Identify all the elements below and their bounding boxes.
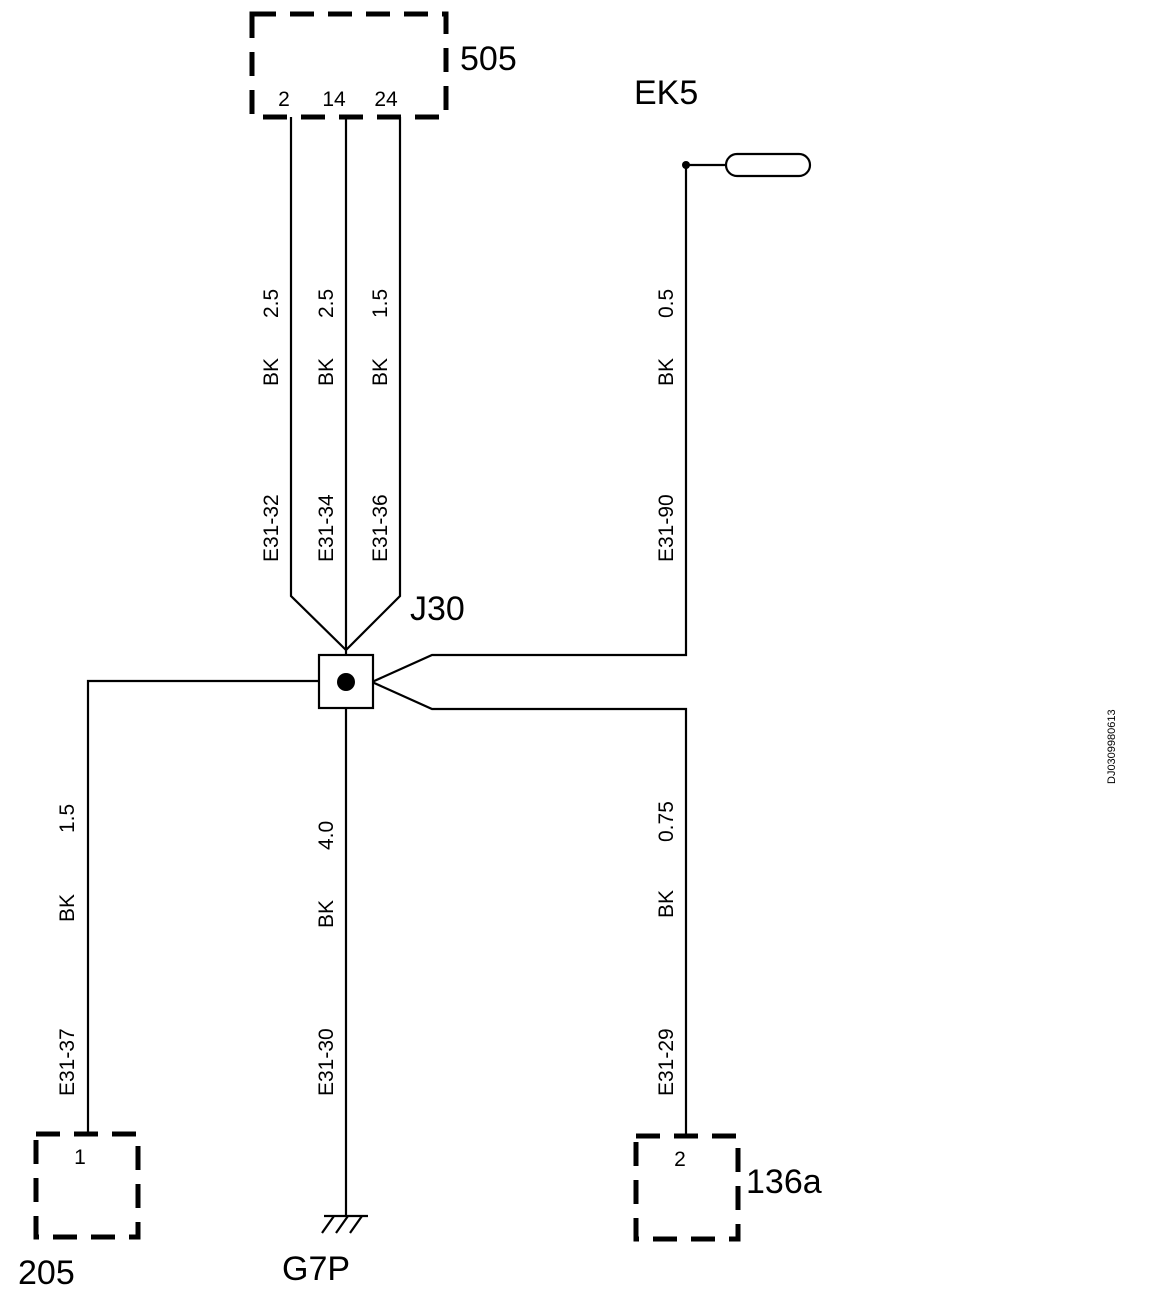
- wire-id-label: E31-34: [315, 494, 338, 562]
- ek5-label: EK5: [634, 74, 698, 112]
- connector-205: 1 205: [18, 1131, 141, 1292]
- connector-136a-label: 136a: [746, 1163, 822, 1201]
- wire-id-label: E31-90: [655, 494, 678, 562]
- ground-hatch: [335, 1215, 349, 1234]
- connector-136a-pin: 2: [674, 1148, 686, 1171]
- connector-505: 505 2 14 24: [249, 11, 517, 120]
- connector-205-label: 205: [18, 1254, 75, 1292]
- ek5-terminal-lug: [724, 152, 812, 178]
- wire-id-label: E31-30: [315, 1028, 338, 1096]
- connector-205-outline: [33, 1131, 141, 1240]
- wire-e31-32: [289, 117, 347, 651]
- connector-205-pin: 1: [74, 1146, 86, 1169]
- wire-id-label: E31-32: [260, 494, 283, 562]
- ground-hatch: [349, 1215, 363, 1234]
- wire-e31-29: [371, 680, 688, 1134]
- wire-size-label: 1.5: [56, 804, 79, 833]
- ground-hatch: [321, 1215, 335, 1234]
- splice-j30-label: J30: [410, 590, 465, 628]
- wire-e31-90: [371, 165, 688, 684]
- drawing-code: DJ0309980613: [1106, 709, 1118, 784]
- ek5-terminal: [682, 152, 812, 178]
- connector-505-pin: 2: [278, 88, 290, 111]
- wire-size-label: 1.5: [369, 289, 392, 318]
- wire-color-label: BK: [56, 894, 79, 922]
- wire-e31-36: [345, 117, 402, 651]
- wire-id-label: E31-29: [655, 1028, 678, 1096]
- wire-color-label: BK: [655, 358, 678, 386]
- ground-g7p: G7P: [282, 1214, 368, 1288]
- wire-size-label: 0.5: [655, 289, 678, 318]
- ground-g7p-label: G7P: [282, 1250, 350, 1288]
- wire-id-label: E31-36: [369, 494, 392, 562]
- splice-j30: J30: [317, 590, 465, 710]
- splice-j30-node: [337, 673, 355, 691]
- wire-color-label: BK: [315, 900, 338, 928]
- connector-136a: 2 136a: [633, 1133, 822, 1242]
- wire-size-label: 4.0: [315, 821, 338, 850]
- wire-id-label: E31-37: [56, 1028, 79, 1096]
- connector-505-pin: 14: [322, 88, 346, 111]
- connector-505-label: 505: [460, 40, 517, 78]
- wire-size-label: 2.5: [315, 289, 338, 318]
- wire-size-label: 0.75: [655, 801, 678, 842]
- connector-505-pin: 24: [374, 88, 398, 111]
- wire-color-label: BK: [655, 890, 678, 918]
- connector-505-outline: [249, 11, 449, 120]
- connector-136a-outline: [633, 1133, 741, 1242]
- wire-e31-37: [86, 679, 319, 1134]
- wire-color-label: BK: [315, 358, 338, 386]
- wire-color-label: BK: [369, 358, 392, 386]
- wire-labels: 2.5 BK E31-32 2.5 BK E31-34 1.5 BK E31-3…: [56, 289, 678, 1096]
- splice-j30-box: [317, 653, 375, 710]
- wire-size-label: 2.5: [260, 289, 283, 318]
- wires: [86, 117, 688, 1216]
- wire-color-label: BK: [260, 358, 283, 386]
